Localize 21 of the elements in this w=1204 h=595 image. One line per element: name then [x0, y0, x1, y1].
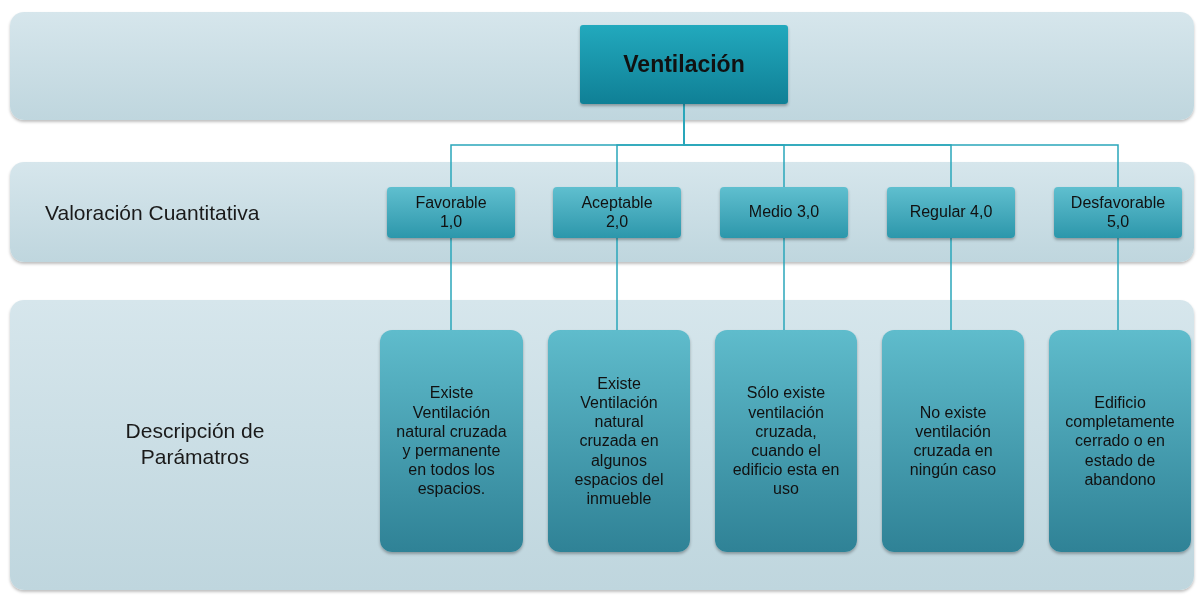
title-box: Ventilación [580, 25, 788, 104]
section-band [10, 12, 1194, 120]
rating-box: Favorable 1,0 [387, 187, 515, 238]
section-band [10, 162, 1194, 262]
connector-line [450, 237, 452, 331]
section-band [10, 300, 1194, 590]
connector-line [950, 237, 952, 331]
description-box: Edificio completamente cerrado o en estado de abandono [1049, 330, 1191, 552]
rating-box: Aceptable 2,0 [553, 187, 681, 238]
description-box: No existe ventilación cruzada en ningún caso [882, 330, 1024, 552]
rating-box: Regular 4,0 [887, 187, 1015, 238]
rating-box: Desfavorable 5,0 [1054, 187, 1182, 238]
connector-line [616, 237, 618, 331]
rating-box: Medio 3,0 [720, 187, 848, 238]
connector-line [1117, 237, 1119, 331]
description-box: Sólo existe ventilación cruzada, cuando el edificio esta en uso [715, 330, 857, 552]
description-box: Existe Ventilación natural cruzada en algunos espacios del inmueble [548, 330, 690, 552]
row-label: Valoración Cuantitativa [45, 200, 260, 226]
description-box: Existe Ventilación natural cruzada y permanente en todos los espacios. [380, 330, 523, 552]
row-label: Descripción de Parámatros [124, 418, 266, 471]
connector-line [783, 237, 785, 331]
